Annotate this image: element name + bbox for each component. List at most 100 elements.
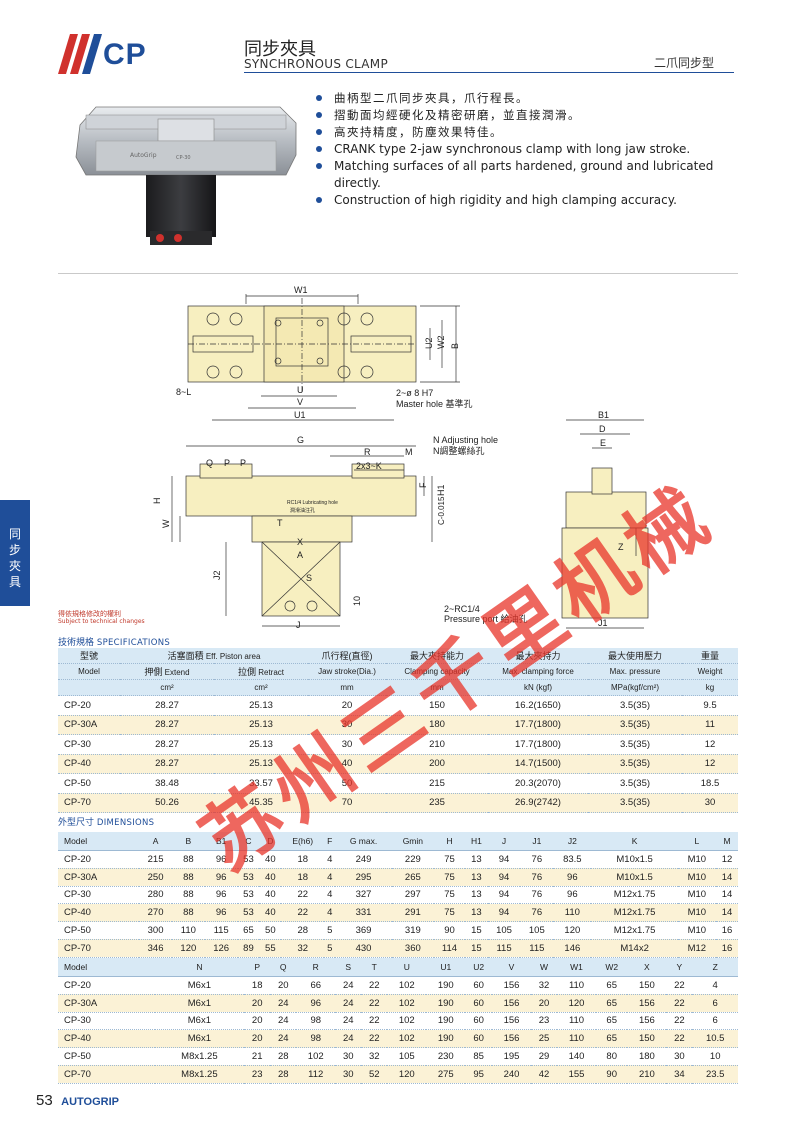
dims-title-zh: 外型尺寸	[58, 818, 95, 828]
dims-cell: 28	[270, 1047, 297, 1066]
spec-cell: 3.5(35)	[588, 695, 682, 716]
spec-model-cell: CP-70	[58, 793, 120, 813]
dims-model-cell: CP-40	[58, 1029, 155, 1049]
dims-cell: 60	[465, 994, 492, 1013]
dims-cell: 240	[492, 1065, 531, 1084]
col-model-zh: 型號	[58, 648, 120, 664]
spec-model-cell: CP-20	[58, 695, 120, 716]
spec-cell: 18.5	[682, 773, 738, 794]
spec-cell: 9.5	[682, 695, 738, 716]
feature-list: 曲柄型二爪同步夾具，爪行程長。 摺動面均經硬化及精密研磨，並直接潤滑。 高夾持精…	[316, 90, 736, 209]
adjusting-hole-label-en: N Adjusting hole	[433, 435, 498, 445]
dims-cell: 115	[487, 939, 521, 958]
dims-cell: 89	[237, 939, 260, 958]
unit-cap: mm	[386, 679, 488, 696]
dim-R: R	[364, 447, 371, 457]
dims-cell: 32	[531, 976, 558, 995]
dims-cell: 110	[171, 921, 205, 940]
dim-W: W	[161, 519, 171, 528]
dims-cell: 20	[244, 1029, 271, 1049]
technical-drawing: W1 U2 W2 B 8~L U V U1 2~ø 8 H7 Master ho…	[152, 285, 649, 630]
product-subtype: 二爪同步型	[654, 56, 715, 70]
col-retract: 拉側 Retract	[214, 663, 308, 680]
dims-cell: 50	[259, 921, 282, 940]
title-rule	[244, 72, 734, 73]
dims-cell: 32	[281, 939, 325, 958]
dims-cell: 4	[692, 976, 738, 995]
dims-cell: 18	[281, 850, 325, 869]
dims-cell: M12x1.75	[591, 886, 678, 905]
dims-cell: 155	[557, 1065, 597, 1084]
dim-J: J	[296, 620, 301, 630]
dims-model-cell: CP-30A	[58, 994, 155, 1013]
spec-table: 型號 活塞面積 Eff. Piston area 爪行程(直徑) 最大夾持能力 …	[58, 648, 738, 813]
dim-H: H	[152, 498, 162, 505]
dims-cell: 76	[520, 850, 554, 869]
feature-item: Matching surfaces of all parts hardened,…	[316, 158, 736, 191]
dims-cell: 23.5	[692, 1065, 738, 1084]
spec-cell: 20	[308, 695, 386, 716]
col-stroke-en: Jaw stroke(Dia.)	[308, 663, 386, 680]
svg-text:AutoGrip: AutoGrip	[130, 152, 157, 159]
spec-model-cell: CP-30A	[58, 715, 120, 735]
dim-C: C-0.015	[437, 496, 446, 525]
feature-item: Construction of high rigidity and high c…	[316, 192, 736, 209]
dims-cell: 25	[531, 1029, 558, 1049]
dims-cell: 16	[715, 921, 738, 940]
spec-cell: 150	[386, 695, 488, 716]
dims-cell: 10.5	[692, 1029, 738, 1049]
dims-cell: 60	[465, 976, 492, 995]
dims-cell: M6x1	[154, 1029, 245, 1049]
dims-cell: 430	[335, 939, 392, 958]
dims-cell: 22	[281, 903, 325, 923]
dims-cell: 265	[391, 868, 434, 887]
dims-cell: 23	[531, 1012, 558, 1031]
side-tab: 同步夾具	[0, 500, 30, 606]
dims-model-cell: CP-50	[58, 921, 140, 940]
col-model-en: Model	[58, 663, 120, 680]
spec-cell: 20.3(2070)	[488, 773, 588, 794]
dims-cell: 40	[259, 903, 282, 923]
dims-cell: M12x1.75	[591, 921, 678, 940]
dims-header-cell: E(h6)	[281, 832, 325, 851]
dims-cell: 96	[204, 903, 238, 923]
dims-cell: 88	[171, 903, 205, 923]
dims-cell: 14	[715, 868, 738, 887]
dims-cell: 96	[204, 886, 238, 905]
col-weight: 重量	[682, 648, 738, 664]
note-zh: 得依規格修改的權利	[58, 610, 121, 618]
spec-cell: 14.7(1500)	[488, 754, 588, 774]
dims-cell: 96	[553, 868, 592, 887]
dims-cell: 24	[335, 1029, 362, 1049]
dims-header-cell: A	[139, 832, 172, 851]
spec-cell: 25.13	[214, 734, 308, 755]
dims-cell: 105	[487, 921, 521, 940]
dims-cell: 18	[281, 868, 325, 887]
dims-header-cell: W1	[557, 958, 597, 977]
dims-header-cell: H	[433, 832, 466, 851]
dims-cell: 16	[715, 939, 738, 958]
dim-G: G	[297, 435, 304, 445]
lub-hole-label-en: RC1/4 Lubricating hole	[287, 500, 338, 506]
dims-header-cell: Model	[58, 958, 155, 977]
dims-header-cell: V	[492, 958, 531, 977]
dims-cell: 53	[237, 868, 260, 887]
dims-header-cell: F	[324, 832, 336, 851]
dims-cell: 76	[520, 903, 554, 923]
dims-cell: 4	[324, 850, 336, 869]
dims-cell: 94	[487, 850, 521, 869]
dims-cell: 24	[270, 1029, 297, 1049]
col-weight-en: Weight	[682, 663, 738, 680]
dims-cell: M10x1.5	[591, 868, 678, 887]
brand-logo-stripes	[58, 34, 102, 74]
spec-cell: 180	[386, 715, 488, 735]
dims-cell: 66	[296, 976, 336, 995]
dims-model-cell: CP-70	[58, 939, 140, 958]
dims-header-cell: J1	[520, 832, 554, 851]
dims-header-cell: Gmin	[391, 832, 434, 851]
dims-header-cell: U	[387, 958, 427, 977]
dim-B1: B1	[598, 410, 609, 420]
